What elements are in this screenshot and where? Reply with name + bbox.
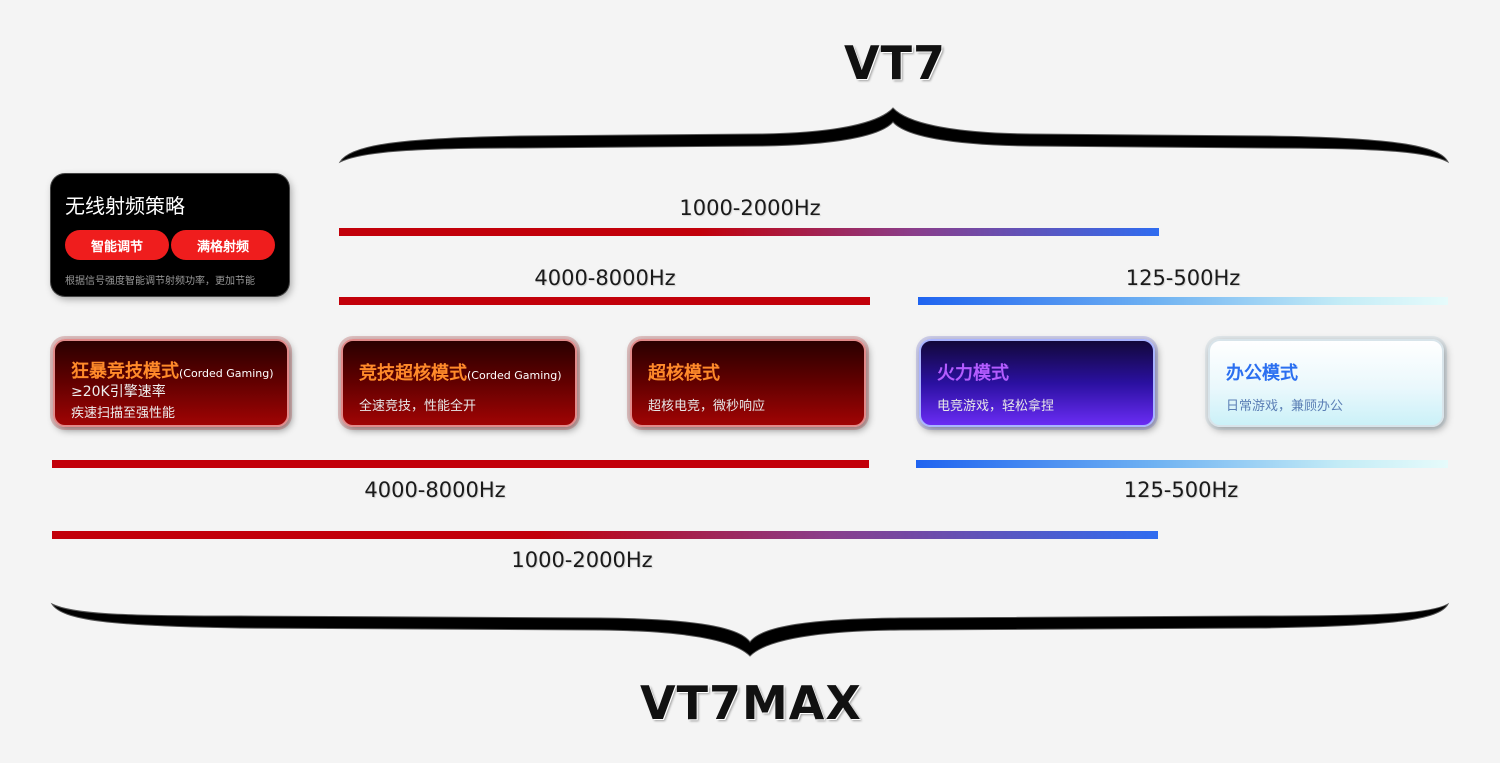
vt7-wide-range-label: 1000-2000Hz	[679, 196, 821, 220]
mode-title: 超核模式	[648, 363, 720, 384]
wireless-strategy-card: 无线射频策略 智能调节 满格射频 根据信号强度智能调节射频功率，更加节能	[51, 174, 289, 296]
mode-spec: ≥20K引擎速率	[71, 384, 166, 400]
mode-card-firepower[interactable]: 火力模式 电竞游戏，轻松拿捏	[919, 339, 1155, 427]
mode-desc: 疾速扫描至强性能	[71, 406, 176, 421]
mode-title: 狂暴竞技模式(Corded Gaming)	[71, 357, 274, 383]
mode-title-text: 竞技超核模式	[359, 363, 467, 384]
mode-card-core[interactable]: 超核模式 超核电竞，微秒响应	[630, 339, 866, 427]
vt7-red-range-label: 4000-8000Hz	[534, 266, 676, 290]
wireless-strategy-title: 无线射频策略	[65, 194, 185, 218]
vt7-title: VT7	[844, 36, 946, 90]
vt7max-blue-range-bar	[916, 460, 1448, 468]
mode-desc: 全速竞技，性能全开	[359, 399, 477, 414]
vt7max-red-range-label: 4000-8000Hz	[364, 478, 506, 502]
mode-desc: 电竞游戏，轻松拿捏	[937, 399, 1055, 414]
vt7max-title: VT7MAX	[640, 676, 862, 730]
vt7-blue-range-bar	[918, 297, 1448, 305]
mode-desc: 超核电竞，微秒响应	[648, 399, 766, 414]
full-signal-button[interactable]: 满格射频	[171, 230, 275, 260]
mode-title-text: 狂暴竞技模式	[71, 361, 179, 382]
mode-desc: 日常游戏，兼顾办公	[1226, 399, 1344, 414]
mode-card-competitive-core[interactable]: 竞技超核模式(Corded Gaming) 全速竞技，性能全开	[341, 339, 577, 427]
mode-tag: (Corded Gaming)	[179, 367, 274, 380]
vt7max-blue-range-label: 125-500Hz	[1123, 478, 1239, 502]
vt7max-wide-range-label: 1000-2000Hz	[511, 548, 653, 572]
mode-title: 竞技超核模式(Corded Gaming)	[359, 359, 562, 385]
vt7-red-range-bar	[339, 297, 870, 305]
mode-title: 办公模式	[1226, 363, 1298, 384]
vt7max-red-range-bar	[52, 460, 869, 468]
mode-title: 火力模式	[937, 363, 1009, 384]
mode-tag: (Corded Gaming)	[467, 369, 562, 382]
vt7-wide-range-bar	[339, 228, 1159, 236]
mode-card-frenzy[interactable]: 狂暴竞技模式(Corded Gaming) ≥20K引擎速率 疾速扫描至强性能	[53, 339, 289, 427]
wireless-strategy-description: 根据信号强度智能调节射频功率，更加节能	[65, 276, 255, 287]
vt7-blue-range-label: 125-500Hz	[1125, 266, 1241, 290]
smart-adjust-button[interactable]: 智能调节	[65, 230, 169, 260]
mode-card-office[interactable]: 办公模式 日常游戏，兼顾办公	[1208, 339, 1444, 427]
vt7max-wide-range-bar	[52, 531, 1158, 539]
